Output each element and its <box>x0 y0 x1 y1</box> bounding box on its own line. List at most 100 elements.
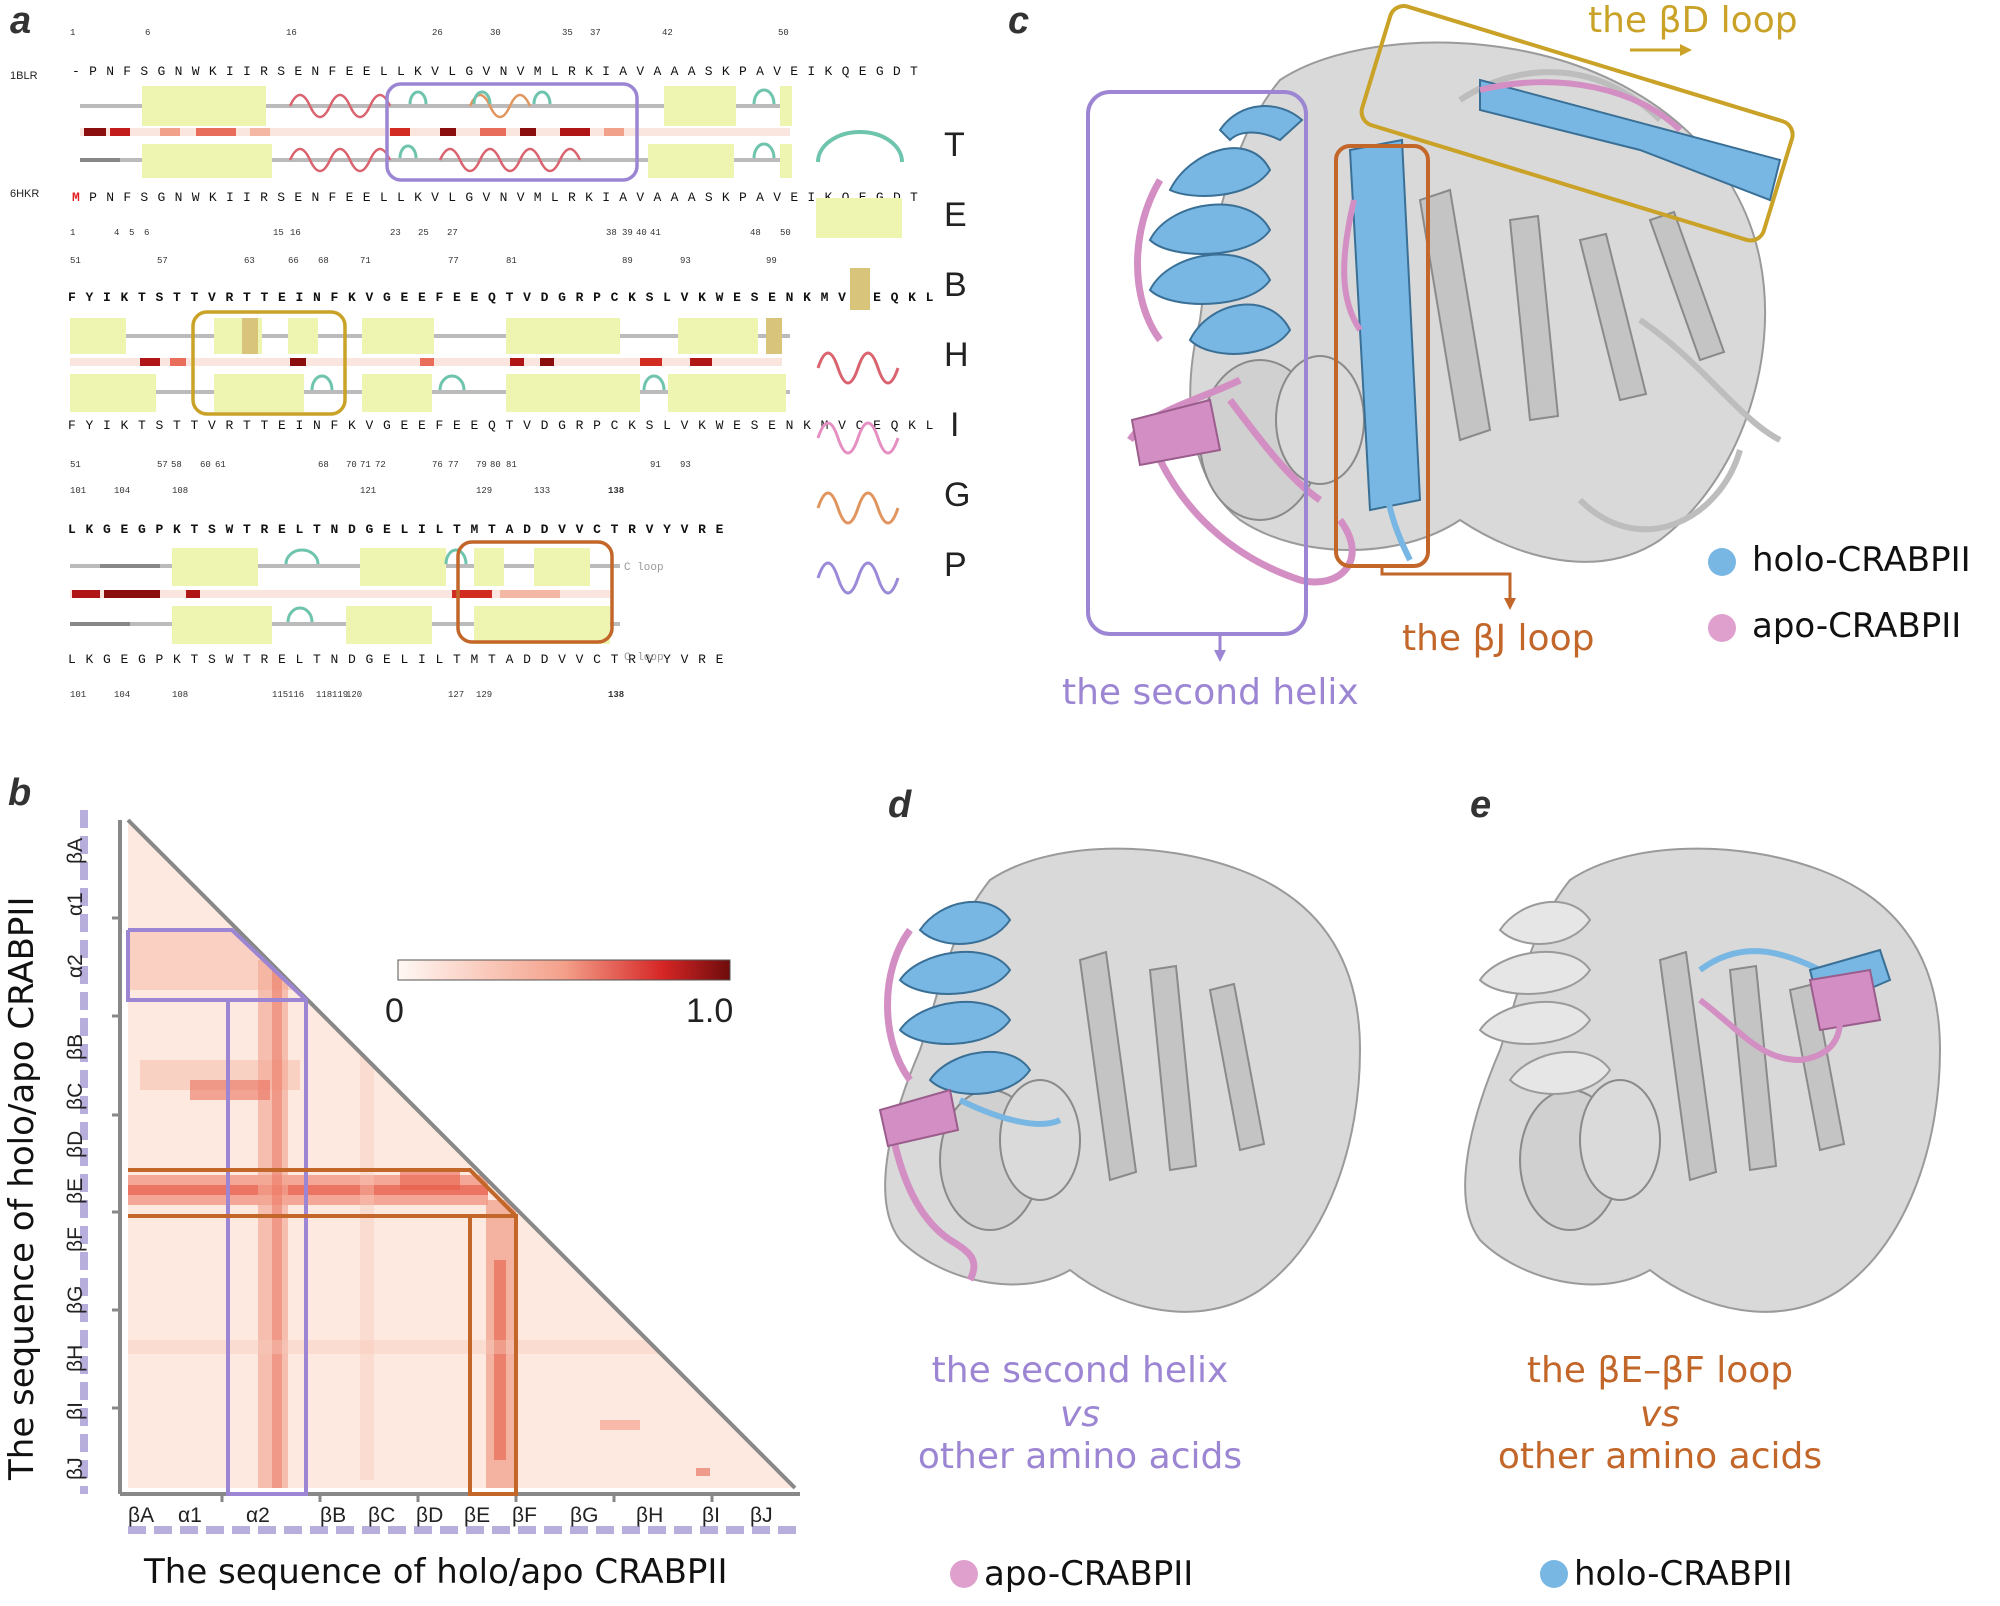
colorbar <box>397 959 731 981</box>
tick: 4 <box>114 228 120 238</box>
legend-key-H: H <box>944 336 969 374</box>
tick: 37 <box>590 28 601 38</box>
tick: 51 <box>70 256 81 266</box>
row2-sequence-top: F Y I K T S T T V R T T E I N F K V G E … <box>68 290 935 305</box>
tick: 1 <box>70 228 76 238</box>
y-tick: βJ <box>64 1457 87 1480</box>
y-tick: βA <box>64 837 87 864</box>
tick: 57 <box>157 256 168 266</box>
tick: 93 <box>680 256 691 266</box>
alpha2-row-box <box>128 928 308 1002</box>
x-tick: βI <box>702 1504 720 1527</box>
protein-cartoon-e <box>1464 847 1942 1313</box>
y-tick: βH <box>64 1344 87 1372</box>
row3-c-loop-bottom: C loop <box>624 652 664 664</box>
heatmap-diagonal <box>126 818 797 1490</box>
tick: 50 <box>778 28 789 38</box>
arrow-down-icon <box>1504 598 1516 610</box>
row2-top-ticks: 51 57 63 66 68 71 77 81 89 93 99 <box>70 256 800 270</box>
strand-box-icon <box>816 198 902 238</box>
row1-sequence-bottom-line: M P N F S G N W K I I R S E N F E E L L … <box>72 190 919 205</box>
tick: 108 <box>172 486 189 496</box>
panel-d-legend-label: apo-CRABPII <box>984 1554 1194 1594</box>
y-tick: βC <box>64 1082 87 1110</box>
y-tick-labels: βA α1 α2 βB βC βD βE βF βG βH βI βJ <box>64 820 104 1494</box>
tick: 91 <box>650 460 661 470</box>
legend-dot-apo <box>1708 614 1736 642</box>
panel-e-line3: other amino acids <box>1497 1436 1823 1477</box>
row3-structure-tracks <box>70 540 620 644</box>
x-tick: α1 <box>178 1504 202 1527</box>
x-tick: βF <box>512 1504 537 1527</box>
ppii-helix-wave-icon <box>816 561 900 595</box>
tick: 138 <box>608 690 625 700</box>
x-axis-title: The sequence of holo/apo CRABPII <box>144 1552 728 1592</box>
tick: 50 <box>780 228 791 238</box>
tick: 6 <box>144 228 150 238</box>
panel-e-line2: vs <box>1639 1394 1681 1435</box>
panel-label-b: b <box>8 772 32 814</box>
row3-top-ticks: 101 104 108 121 129 133 138 <box>70 486 800 500</box>
x-tick: α2 <box>246 1504 270 1527</box>
tick: 76 <box>432 460 443 470</box>
row1-top-ticks: 1 6 16 26 30 35 37 42 50 <box>70 28 800 42</box>
legend-key-T: T <box>944 126 965 164</box>
bj-loop-label: the βJ loop <box>1402 618 1595 659</box>
tick: 118 <box>316 690 333 700</box>
x-tick: βE <box>464 1504 491 1527</box>
alpha2-column-box <box>226 998 308 1496</box>
y-tick: βF <box>64 1227 87 1252</box>
tick: 57 <box>157 460 168 470</box>
tick: 16 <box>290 228 301 238</box>
tick: 63 <box>244 256 255 266</box>
panel-e-line1: the βE–βF loop <box>1526 1350 1794 1391</box>
tick: 39 <box>622 228 633 238</box>
x-tick-labels: βA α1 α2 βB βC βD βE βF βG βH βI βJ <box>128 1504 808 1534</box>
panel-a-legend-glyphs <box>816 130 904 595</box>
arrow-right-icon <box>1680 44 1692 56</box>
bebf-row-box <box>128 1168 518 1218</box>
panel-d-line2: vs <box>1059 1394 1101 1435</box>
tick: 51 <box>70 460 81 470</box>
legend-key-I: I <box>950 406 960 444</box>
tick: 119 <box>332 690 349 700</box>
y-tick: α2 <box>64 954 87 978</box>
tick: 80 <box>490 460 501 470</box>
tick: 15 <box>273 228 284 238</box>
tick: 115 <box>272 690 289 700</box>
tick: 48 <box>750 228 761 238</box>
row3-sequence-top: L K G E G P K T S W T R E L T N D G E L … <box>68 522 725 537</box>
row1-bottom-name: 6HKR <box>10 188 40 200</box>
row3-c-loop-top: C loop <box>624 562 664 574</box>
arrow-down-icon <box>1214 650 1226 662</box>
second-helix-label: the second helix <box>1062 672 1359 713</box>
tick: 16 <box>286 28 297 38</box>
legend-dot-apo-d <box>950 1560 978 1588</box>
tick: 81 <box>506 460 517 470</box>
y-tick: βE <box>64 1177 87 1204</box>
tick: 40 <box>636 228 647 238</box>
panel-c-structure: the βD loop the βJ loop the second helix… <box>1040 0 2000 720</box>
tick: 60 <box>200 460 211 470</box>
tick: 68 <box>318 256 329 266</box>
tick: 116 <box>288 690 305 700</box>
row2-structure-tracks <box>70 310 790 416</box>
tick: 129 <box>476 486 493 496</box>
panel-d-structure: the second helix vs other amino acids ap… <box>860 820 1420 1606</box>
legend-key-E: E <box>944 196 967 234</box>
panel-label-e: e <box>1470 784 1492 826</box>
protein-cartoon-c <box>1086 4 1795 662</box>
tick: 23 <box>390 228 401 238</box>
tick: 30 <box>490 28 501 38</box>
tick: 70 <box>346 460 357 470</box>
colorbar-min-label: 0 <box>385 992 404 1030</box>
tick: 99 <box>766 256 777 266</box>
tick: 79 <box>476 460 487 470</box>
bd-loop-box <box>1359 4 1795 243</box>
row1-structure-tracks <box>80 82 792 182</box>
panel-e-legend-label: holo-CRABPII <box>1574 1554 1793 1594</box>
tick: 93 <box>680 460 691 470</box>
x-axis-ticks <box>220 1494 714 1502</box>
row1-sequence-top: - P N F S G N W K I I R S E N F E E L L … <box>72 64 919 79</box>
y-tick: βD <box>64 1130 87 1158</box>
